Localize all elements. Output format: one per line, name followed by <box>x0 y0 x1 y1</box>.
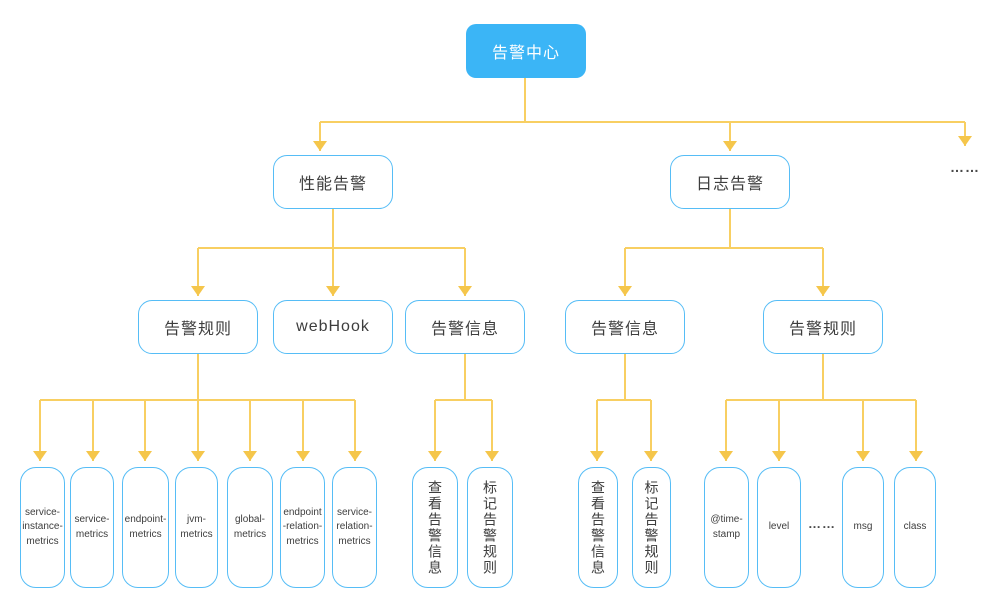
leaf-service-relation-metrics: service-relation-metrics <box>332 467 377 588</box>
leaf-class: class <box>894 467 936 588</box>
node-performance-alert: 性能告警 <box>273 155 393 209</box>
leaf-global-metrics: global-metrics <box>227 467 273 588</box>
connector-log-to-children <box>618 209 830 296</box>
leaf-mark-alert-rules-perf: 标记告警规则 <box>467 467 513 588</box>
leaf-service-instance-metrics: service-instance-metrics <box>20 467 65 588</box>
node-log-alert: 日志告警 <box>670 155 790 209</box>
connector-log-rules-to-fields <box>719 354 923 461</box>
leaf-jvm-metrics: jvm-metrics <box>175 467 218 588</box>
more-fields-ellipsis: …… <box>808 516 836 531</box>
node-alert-info-log: 告警信息 <box>565 300 685 354</box>
connector-rules-to-metrics <box>33 354 362 461</box>
connector-log-info-to-leaves <box>590 354 658 461</box>
connector-root-to-level2 <box>313 78 972 151</box>
node-alert-info-perf: 告警信息 <box>405 300 525 354</box>
leaf-timestamp: @time-stamp <box>704 467 749 588</box>
leaf-endpoint-metrics: endpoint-metrics <box>122 467 169 588</box>
node-webhook: webHook <box>273 300 393 354</box>
leaf-view-alert-info-perf: 查看告警信息 <box>412 467 458 588</box>
node-alert-rules-perf: 告警规则 <box>138 300 258 354</box>
leaf-endpoint-relation-metrics: endpoint-relation-metrics <box>280 467 325 588</box>
more-branches-ellipsis: …… <box>950 159 980 175</box>
leaf-service-metrics: service-metrics <box>70 467 114 588</box>
leaf-msg: msg <box>842 467 884 588</box>
leaf-view-alert-info-log: 查看告警信息 <box>578 467 618 588</box>
connector-performance-to-children <box>191 209 472 296</box>
leaf-level: level <box>757 467 801 588</box>
leaf-mark-alert-rules-log: 标记告警规则 <box>632 467 671 588</box>
connector-perf-info-to-leaves <box>428 354 499 461</box>
node-alert-rules-log: 告警规则 <box>763 300 883 354</box>
node-alert-center: 告警中心 <box>466 24 586 78</box>
